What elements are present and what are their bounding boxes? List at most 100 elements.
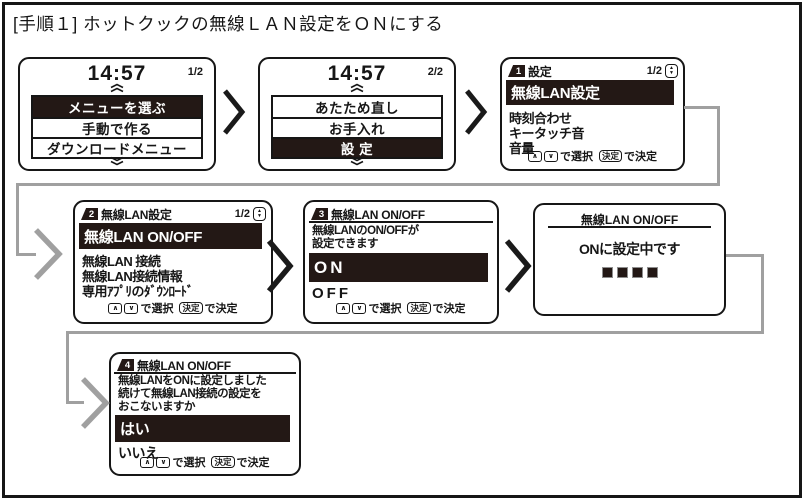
selected-menu-item: 無線LAN ON/OFF [79,223,262,249]
lcd-screen-wlan-setting-progress: 無線LAN ON/OFF ONに設定中です [533,203,726,316]
enter-key-icon: 決定 [407,302,431,314]
screen-title: 無線LAN ON/OFF [137,358,231,373]
description-line: 無線LANのON/OFFが [312,225,419,237]
description-line: おこないますか [118,401,196,413]
confirm-hint: で決定 [236,457,270,469]
connector-line [66,331,764,334]
header-divider [114,372,296,374]
key-hint-bar: ∧ ∨ で選択 決定 で決定 [502,148,683,164]
connector-line [66,401,84,404]
key-hint-bar: ∧ ∨ で選択 決定 で決定 [305,300,497,316]
confirm-hint: で決定 [624,151,657,163]
selected-menu-item: 無線LAN設定 [506,80,674,105]
scroll-up-icon [350,83,364,93]
connector-line [66,331,69,404]
scroll-indicator-icon: ▲▼ [253,207,266,221]
lcd-screen-wlan-onoff-select: 3 無線LAN ON/OFF 無線LANのON/OFFが 設定できます ON O… [303,200,499,324]
enter-key-icon: 決定 [179,302,203,314]
progress-block [646,267,658,278]
menu-table: あたため直し お手入れ 設 定 [271,95,443,159]
menu-item: 手動で作る [33,117,201,137]
key-hint-bar: ∧ ∨ で選択 決定 で決定 [111,454,299,470]
menu-item: ダウンロードメニュー [33,137,201,157]
up-key-icon: ∧ [527,150,542,162]
status-message: ONに設定中です [579,241,681,257]
flow-arrow-icon [34,228,63,280]
scroll-down-icon [110,156,124,166]
menu-item: お手入れ [273,117,441,137]
menu-item: 専用ｱﾌﾟﾘのﾀﾞｳﾝﾛｰﾄﾞ [82,284,194,299]
menu-table: メニューを選ぶ 手動で作る ダウンロードメニュー [31,95,203,159]
clock-display: 14:57 [87,62,147,85]
clock-display: 14:57 [327,62,387,85]
progress-block [631,267,643,278]
selected-option-yes: はい [115,415,290,442]
up-key-icon: ∧ [108,302,123,314]
step-badge: 4 [117,359,134,371]
lcd-screen-wlan-settings: 2 無線LAN設定 1/2 ▲▼ 無線LAN ON/OFF 無線LAN 接続 無… [73,200,273,324]
flow-arrow-icon [223,89,246,135]
flow-arrow-icon [81,377,110,429]
page-indicator: 1/2 [187,66,203,78]
down-key-icon: ∨ [543,150,558,162]
down-key-icon: ∨ [156,456,171,468]
page-indicator: 1/2 [234,208,250,220]
scroll-up-icon [110,83,124,93]
step-badge: 1 [508,65,525,77]
header-divider [309,221,493,223]
lcd-screen-menu-page2: 14:57 2/2 あたため直し お手入れ 設 定 [258,57,456,171]
description-line: 続けて無線LAN接続の設定を [118,388,262,400]
scroll-down-icon [350,156,364,166]
page-indicator: 2/2 [427,66,443,78]
connector-line [761,254,764,334]
description-line: 設定できます [312,238,379,250]
screen-title: 無線LAN ON/OFF [331,207,425,222]
description-line: 無線LANをONに設定しました [118,375,267,387]
screen-title: 無線LAN ON/OFF [580,213,679,227]
lcd-screen-menu-page1: 14:57 1/2 メニューを選ぶ 手動で作る ダウンロードメニュー [18,57,216,171]
confirm-hint: で決定 [432,303,466,315]
select-hint: で選択 [559,151,593,163]
screen-title: 設定 [528,64,552,79]
step-badge: 3 [311,208,328,220]
select-hint: で選択 [140,303,174,315]
enter-key-icon: 決定 [211,456,235,468]
menu-item: 時刻合わせ [509,111,572,126]
connector-line [717,106,720,186]
flow-arrow-icon [266,239,294,293]
step-badge: 2 [81,208,98,220]
progress-blocks [535,267,724,278]
confirm-hint: で決定 [204,303,238,315]
flow-arrow-icon [504,239,532,293]
connector-line [726,254,764,257]
connector-line [684,106,720,109]
selected-menu-item: メニューを選ぶ [33,97,201,117]
menu-item: 無線LAN接続情報 [82,269,183,284]
down-key-icon: ∨ [352,302,367,314]
select-hint: で選択 [368,303,402,315]
progress-block [616,267,628,278]
menu-item: キータッチ音 [509,126,585,141]
select-hint: で選択 [172,457,206,469]
option-off: OFF [312,285,351,302]
flow-arrow-icon [465,89,488,135]
up-key-icon: ∧ [140,456,155,468]
header-divider [548,226,711,228]
scroll-indicator-icon: ▲▼ [665,64,678,78]
connector-line [16,253,36,256]
connector-line [16,183,720,186]
menu-item: あたため直し [315,101,399,116]
connector-line [16,183,19,256]
progress-block [601,267,613,278]
lcd-screen-settings: 1 設定 1/2 ▲▼ 無線LAN設定 時刻合わせ キータッチ音 音量 ∧ ∨ … [500,57,685,171]
screen-title: 無線LAN設定 [101,207,172,222]
page-title: [手順１] ホットクックの無線ＬＡＮ設定をＯＮにする [13,14,444,34]
key-hint-bar: ∧ ∨ で選択 決定 で決定 [75,300,271,316]
page-indicator: 1/2 [646,65,662,77]
menu-item: 無線LAN 接続 [82,254,161,269]
selected-menu-item: 設 定 [273,137,441,157]
enter-key-icon: 決定 [598,150,622,162]
lcd-screen-wlan-confirm: 4 無線LAN ON/OFF 無線LANをONに設定しました 続けて無線LAN接… [109,352,301,476]
selected-option-on: ON [309,253,488,282]
